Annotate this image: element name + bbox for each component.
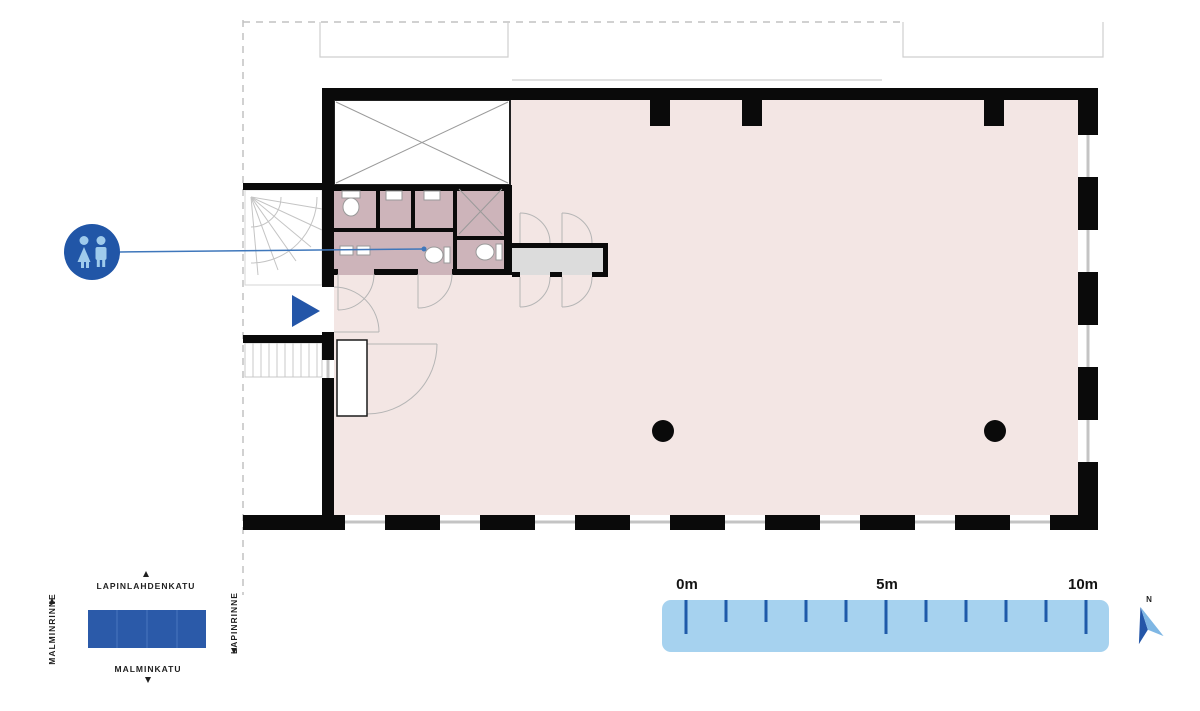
sink-fixture — [385, 190, 403, 201]
street-arrow-up-icon — [49, 598, 55, 604]
scale-label-0m: 0m — [676, 576, 698, 593]
duct-shaft — [458, 188, 503, 235]
toilet-fixture — [424, 246, 444, 264]
scale-tick-minor — [724, 600, 728, 622]
wall-bottom — [480, 515, 535, 530]
street-label-right: LAPINRINNE — [229, 592, 239, 654]
scale-tick-minor — [764, 600, 768, 622]
toilet-fixture — [495, 243, 503, 261]
scale-tick-minor — [1004, 600, 1008, 622]
wall-right — [1078, 177, 1098, 230]
scale-bar: 0m 5m 10m — [662, 576, 1109, 652]
wall-bottom — [385, 515, 440, 530]
sink-fixture — [356, 245, 371, 256]
column — [652, 420, 674, 442]
entrance-arrow-icon — [292, 295, 320, 327]
neighbor-outline-left — [319, 22, 509, 58]
scale-tick-minor — [844, 600, 848, 622]
wall-right — [1078, 462, 1098, 530]
columns — [652, 420, 1006, 442]
scale-ticks — [684, 600, 1088, 634]
closet — [336, 339, 368, 417]
perimeter-walls — [243, 88, 1098, 530]
wall-bottom — [860, 515, 915, 530]
wc-icon[interactable] — [64, 224, 120, 280]
spiral-stair — [244, 189, 329, 286]
wall-bottom — [575, 515, 630, 530]
wc-people-icon — [77, 236, 107, 268]
wall-right — [1078, 272, 1098, 325]
property-line — [242, 20, 905, 595]
windows — [326, 135, 1090, 524]
wall-bottom — [765, 515, 820, 530]
wc-block — [334, 185, 512, 275]
scale-tick-minor — [964, 600, 968, 622]
minimap: LAPINLAHDENKATU MALMINKATU MALMINRINNE L… — [47, 571, 239, 683]
door-arcs — [333, 212, 593, 415]
scale-tick-minor — [924, 600, 928, 622]
street-arrow-down-icon — [231, 648, 237, 654]
street-label-top: LAPINLAHDENKATU — [97, 581, 196, 591]
elevator-shaft — [333, 99, 511, 186]
wc-callout-line — [119, 246, 427, 253]
secondary-stair — [244, 342, 323, 378]
toilet-fixture — [475, 243, 495, 261]
toilet-fixture — [342, 197, 360, 217]
wall-bottom — [1050, 515, 1098, 530]
scale-tick-major — [1084, 600, 1088, 634]
north-label: N — [1146, 595, 1152, 604]
wall-bottom — [670, 515, 725, 530]
wall-right — [1078, 88, 1098, 135]
wall-left — [322, 332, 334, 360]
toilet-fixture — [443, 246, 451, 264]
wc-walls — [334, 185, 512, 275]
pier — [742, 100, 762, 126]
street-arrow-down-icon — [145, 677, 151, 683]
wall-top — [322, 88, 1098, 100]
toilet-fixture — [341, 190, 361, 199]
north-arrow-icon: N — [1138, 595, 1164, 645]
scale-tick-major — [884, 600, 888, 634]
vestibule — [512, 243, 608, 277]
wall-bottom — [955, 515, 1010, 530]
pier — [984, 100, 1004, 126]
scale-tick-major — [684, 600, 688, 634]
neighbor-outlines — [319, 22, 1104, 81]
column — [984, 420, 1006, 442]
scale-label-5m: 5m — [876, 576, 898, 593]
wall-left — [322, 88, 334, 287]
scale-tick-minor — [1044, 600, 1048, 622]
sink-fixture — [423, 190, 441, 201]
pier — [650, 100, 670, 126]
street-label-left: MALMINRINNE — [47, 593, 57, 664]
wall-left — [322, 378, 334, 530]
wc-fixtures — [339, 190, 503, 264]
scale-label-10m: 10m — [1068, 576, 1098, 593]
wall-right — [1078, 367, 1098, 420]
street-label-bottom: MALMINKATU — [115, 664, 182, 674]
neighbor-outline-right — [902, 22, 1104, 58]
scale-tick-minor — [804, 600, 808, 622]
wall-bottom — [243, 515, 345, 530]
street-arrow-up-icon — [143, 571, 149, 577]
stair-wall — [243, 183, 322, 190]
stair-wall — [243, 335, 322, 343]
